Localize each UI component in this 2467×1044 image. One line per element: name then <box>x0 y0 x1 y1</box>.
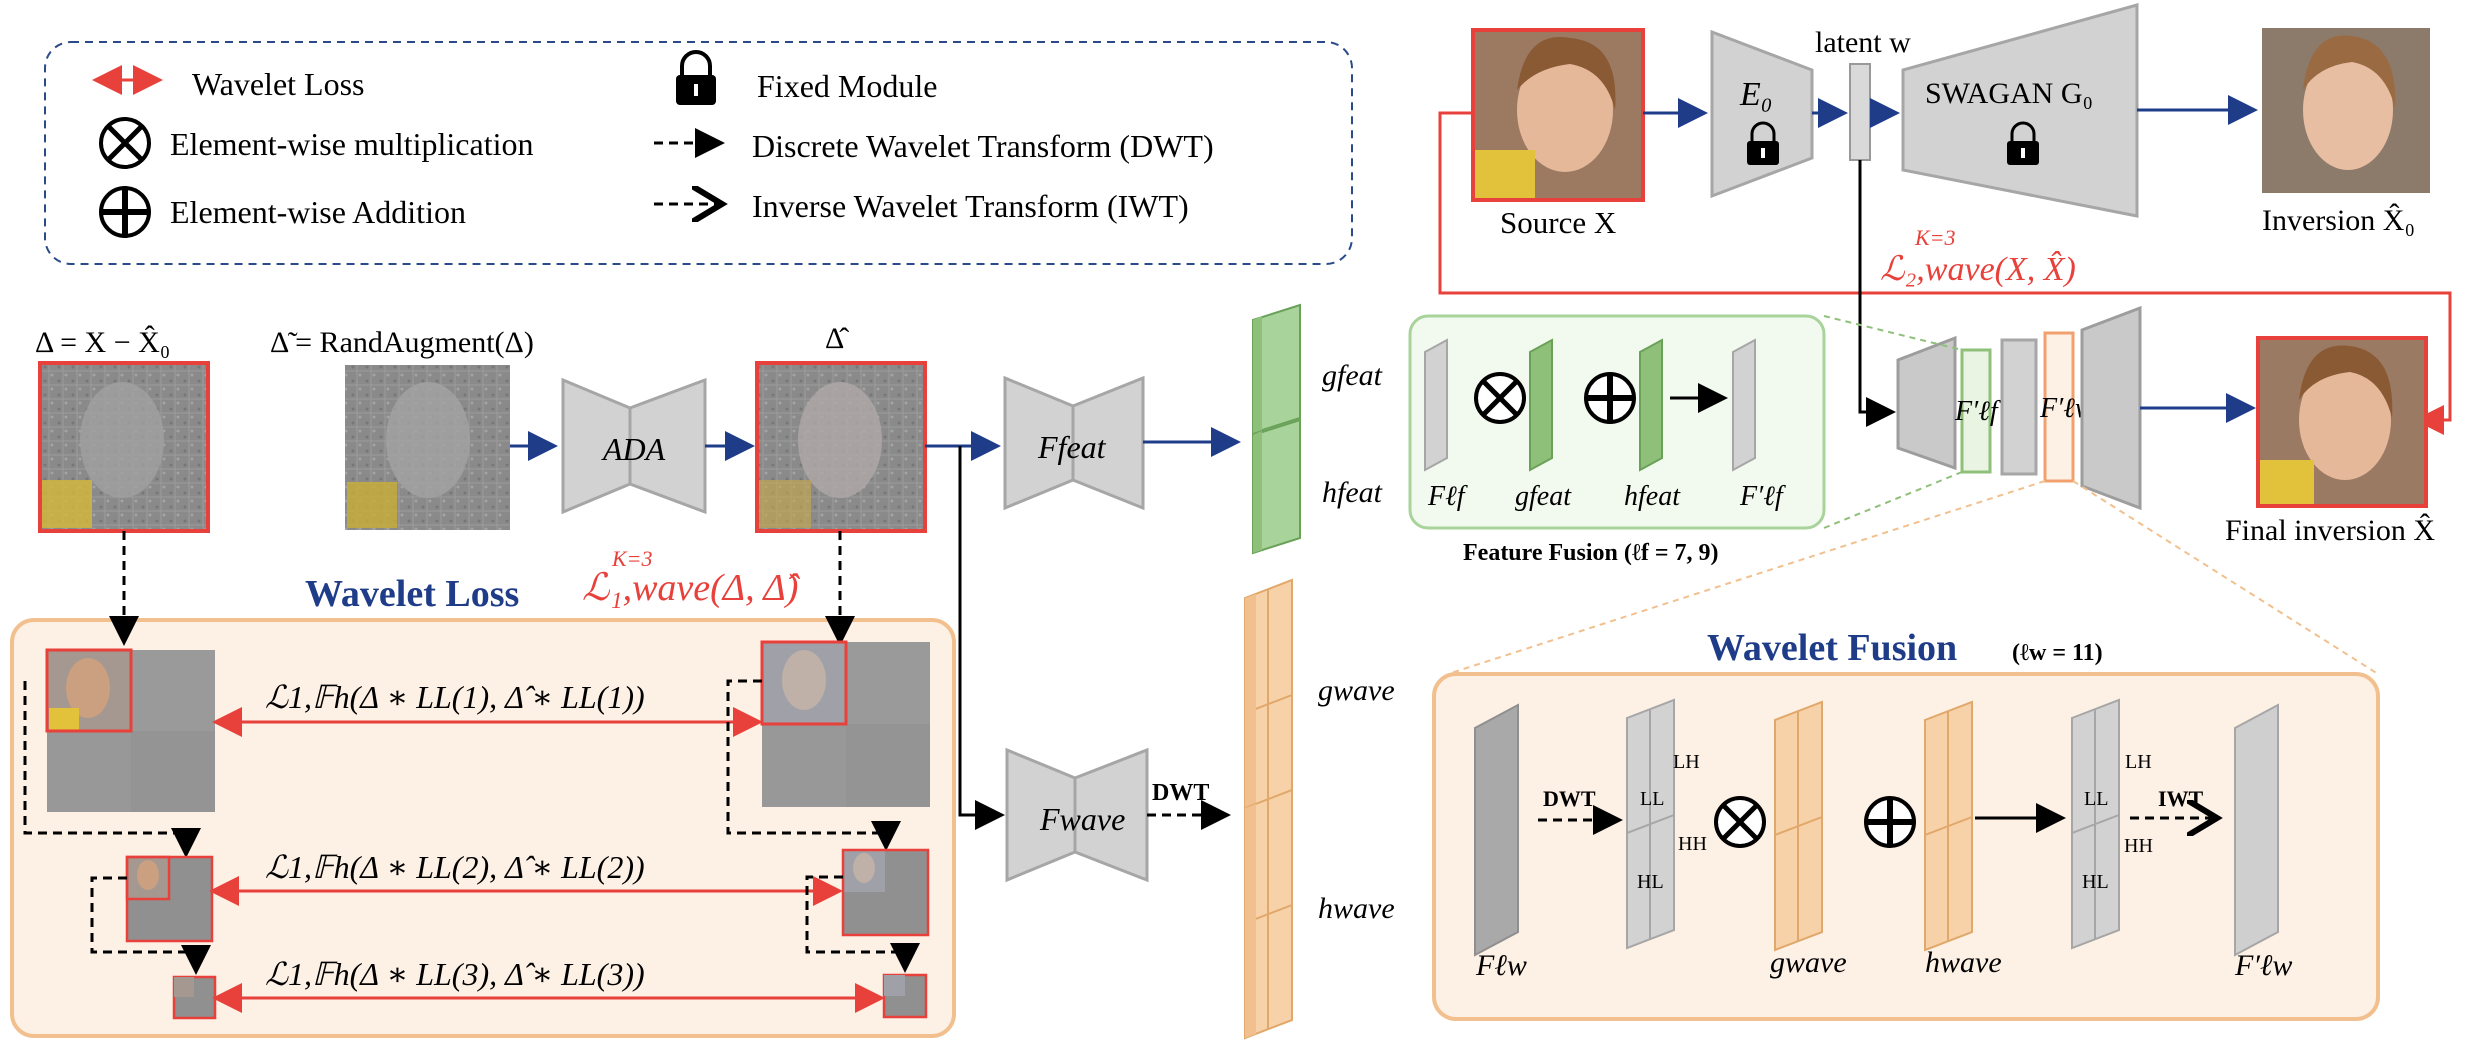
svg-text:HL: HL <box>2082 871 2109 893</box>
loss-term-1: ℒ1,𝔽h(Δ ∗ LL(1), Δ̂ ∗ LL(1)) <box>265 679 645 715</box>
ff-item-f: Fℓf <box>1427 481 1468 512</box>
svg-text:F′ℓf: F′ℓf <box>1954 396 2001 427</box>
final-inversion-image <box>2256 336 2428 508</box>
loss-term-3: ℒ1,𝔽h(Δ ∗ LL(3), Δ̂ ∗ LL(3)) <box>265 956 645 992</box>
ff-item-fprime: F′ℓf <box>1739 481 1786 512</box>
legend-box: Wavelet Loss Element-wise multiplication… <box>44 41 1353 265</box>
lock-icon <box>2007 121 2039 165</box>
final-inversion-label: Final inversion X̂ <box>2225 513 2435 547</box>
svg-text:HH: HH <box>1678 833 1707 855</box>
generator-swagan-g0: SWAGAN G₀ <box>1901 3 2139 218</box>
loss2-sup: K=3 <box>1914 225 1956 250</box>
wf-flw-label: Fℓw <box>1475 949 1527 982</box>
tilde-eq: Δ̃ = RandAugment(Δ) <box>270 326 534 359</box>
delta-image <box>38 361 210 533</box>
feature-fusion-panel: Fℓf gfeat hfeat F′ℓf <box>1408 314 1963 530</box>
lock-icon <box>676 50 716 105</box>
multiply-icon <box>1714 796 1766 848</box>
wavelet-fusion-panel: Wavelet Fusion (ℓw = 11) Fℓw DWT LL LH H… <box>1432 480 2380 1021</box>
feature-fusion-label: Feature Fusion (ℓf = 7, 9) <box>1463 540 1719 566</box>
encoder-e0: E₀ <box>1710 29 1814 199</box>
gwave-block <box>1244 578 1293 830</box>
source-label: Source X <box>1500 205 1616 240</box>
wavelet-fusion-title: Wavelet Fusion <box>1707 627 1957 669</box>
svg-text:SWAGAN G₀: SWAGAN G₀ <box>1925 77 2093 110</box>
legend-elementwise-add: Element-wise Addition <box>170 194 466 230</box>
svg-text:HH: HH <box>2124 835 2153 857</box>
loss1-sup: K=3 <box>611 546 653 571</box>
svg-text:HL: HL <box>1637 871 1664 893</box>
gfeat-label: gfeat <box>1322 359 1383 392</box>
svg-text:LL: LL <box>2084 788 2108 810</box>
loss-term-2: ℒ1,𝔽h(Δ ∗ LL(2), Δ̂ ∗ LL(2)) <box>265 849 645 885</box>
latent-vector <box>1849 63 1871 161</box>
wavelet-fusion-subtitle: (ℓw = 11) <box>2012 640 2103 666</box>
wf-dwt-label: DWT <box>1543 786 1596 811</box>
delta-hat-image <box>755 361 927 533</box>
wavelet-loss-title: Wavelet Loss <box>305 573 519 615</box>
wf-iwt-label: IWT <box>2158 786 2204 811</box>
multiply-icon <box>1474 372 1526 424</box>
svg-text:E₀: E₀ <box>1739 76 1773 113</box>
multiply-icon <box>99 117 151 169</box>
inversion-image <box>2262 28 2430 193</box>
loss1-label: ℒ₁,wave(Δ, Δ̂) <box>582 567 801 609</box>
legend-fixed-module: Fixed Module <box>757 68 937 104</box>
augmented-image <box>345 365 510 530</box>
add-icon <box>1584 372 1636 424</box>
latent-label: latent w <box>1815 26 1911 59</box>
loss2-label: ℒ₂,wave(X, X̂) <box>1880 251 2076 288</box>
fwave-module: Fwave <box>1005 747 1149 883</box>
hwave-block <box>1244 788 1293 1040</box>
source-image <box>1471 28 1645 202</box>
hfeat-label: hfeat <box>1322 476 1383 509</box>
hfeat-block <box>1252 418 1301 555</box>
wf-subbands-2: LL LH HL HH <box>2071 698 2153 950</box>
dwt-deltahat-level2 <box>841 848 930 937</box>
svg-text:Fwave: Fwave <box>1039 801 1125 837</box>
top-pipeline: Source X E₀ latent w SWAGAN G₀ <box>1438 3 2452 547</box>
svg-text:ADA: ADA <box>601 431 666 467</box>
dwt-delta-level2 <box>125 855 214 943</box>
ff-item-g: gfeat <box>1515 481 1572 512</box>
add-icon <box>99 186 151 238</box>
lock-icon <box>1747 121 1779 165</box>
fwave-dwt-label: DWT <box>1152 780 1209 806</box>
dwt-delta-level3 <box>172 975 217 1020</box>
svg-text:LH: LH <box>2125 751 2152 773</box>
dwt-delta-level1 <box>45 648 215 812</box>
dwt-deltahat-level1 <box>760 640 930 807</box>
legend-wavelet-loss: Wavelet Loss <box>192 66 364 102</box>
add-icon <box>1864 796 1916 848</box>
delta-hat-label: Δ̂ <box>825 322 849 355</box>
wf-subbands-1: LL LH HL HH <box>1626 698 1707 950</box>
wf-hwave-block <box>1924 700 1973 952</box>
hwave-label: hwave <box>1318 892 1395 925</box>
dwt-deltahat-level3 <box>882 973 928 1019</box>
gfeat-block <box>1252 303 1301 435</box>
ffeat-module: Ffeat <box>1003 375 1145 511</box>
legend-dwt: Discrete Wavelet Transform (DWT) <box>752 128 1214 164</box>
wf-gwave-label: gwave <box>1770 946 1847 979</box>
svg-text:LL: LL <box>1640 788 1664 810</box>
wf-gwave-block <box>1774 700 1823 952</box>
gwave-label: gwave <box>1318 674 1395 707</box>
svg-text:LH: LH <box>1673 751 1700 773</box>
inversion-label: Inversion X̂₀ <box>2262 203 2415 237</box>
wavelet-loss-panel: Wavelet Loss ℒ₁,wave(Δ, Δ̂) K=3 ℒ1,𝔽h(Δ <box>10 531 956 1038</box>
loss2-path <box>1438 111 2452 435</box>
legend-iwt: Inverse Wavelet Transform (IWT) <box>752 188 1189 224</box>
svg-text:Ffeat: Ffeat <box>1037 429 1107 465</box>
ff-item-h: hfeat <box>1624 481 1681 512</box>
delta-eq: Δ = X − X̂₀ <box>35 325 170 359</box>
wf-flw-prime-label: F′ℓw <box>2234 949 2292 982</box>
ada-module: ADA <box>561 377 707 515</box>
legend-elementwise-mult: Element-wise multiplication <box>170 126 533 162</box>
wf-hwave-label: hwave <box>1925 946 2002 979</box>
middle-row: Δ = X − X̂₀ Δ̃ = RandAugment(Δ) ADA Δ̂ <box>35 303 1383 830</box>
final-generator: F′ℓf F′ℓw <box>1896 305 2142 511</box>
